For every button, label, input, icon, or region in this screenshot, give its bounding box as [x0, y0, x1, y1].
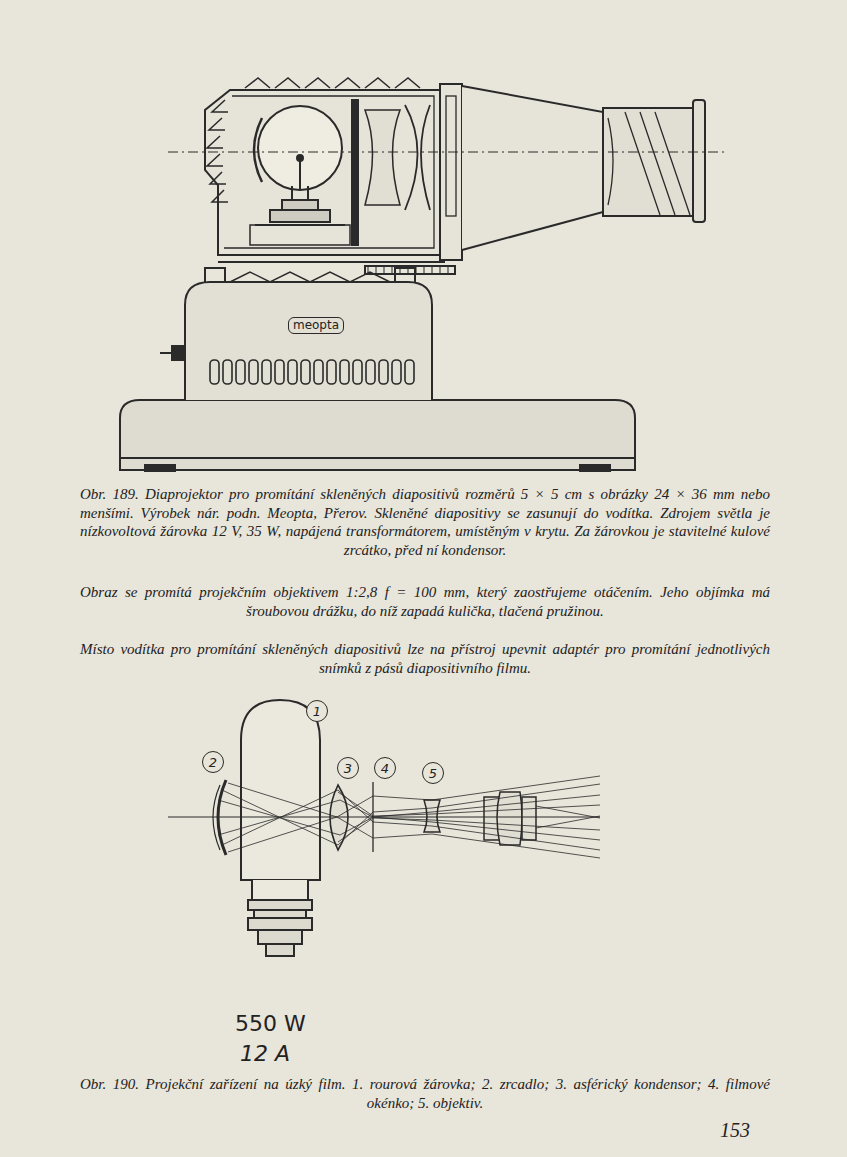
callout-number: 3 [344, 761, 352, 776]
figure-caption: Obr. 189. Diaprojektor pro promítání skl… [80, 485, 770, 560]
lamp-rating: 12 A [240, 1042, 320, 1066]
callout-circle: 4 [374, 757, 396, 779]
callout-number: 5 [429, 766, 437, 781]
callout-circle: 3 [337, 757, 359, 779]
brand-name: meopta [293, 318, 339, 332]
page-number: 153 [700, 1118, 750, 1142]
callout-number: 1 [313, 704, 321, 719]
callout-number: 2 [209, 755, 217, 770]
figure-caption: Místo vodítka pro promítání skleněných d… [80, 640, 770, 677]
callout-circle: 2 [202, 751, 224, 773]
callout-circle: 1 [306, 700, 328, 722]
callout-number: 4 [381, 761, 389, 776]
logo-badge: meopta [288, 317, 344, 334]
callout-circle: 5 [422, 762, 444, 784]
figure-caption: Obr. 190. Projekční zařízení na úzký fil… [80, 1075, 770, 1112]
lamp-rating: 550 W [235, 1012, 315, 1036]
figure-caption: Obraz se promítá projekčním objektivem 1… [80, 583, 770, 620]
